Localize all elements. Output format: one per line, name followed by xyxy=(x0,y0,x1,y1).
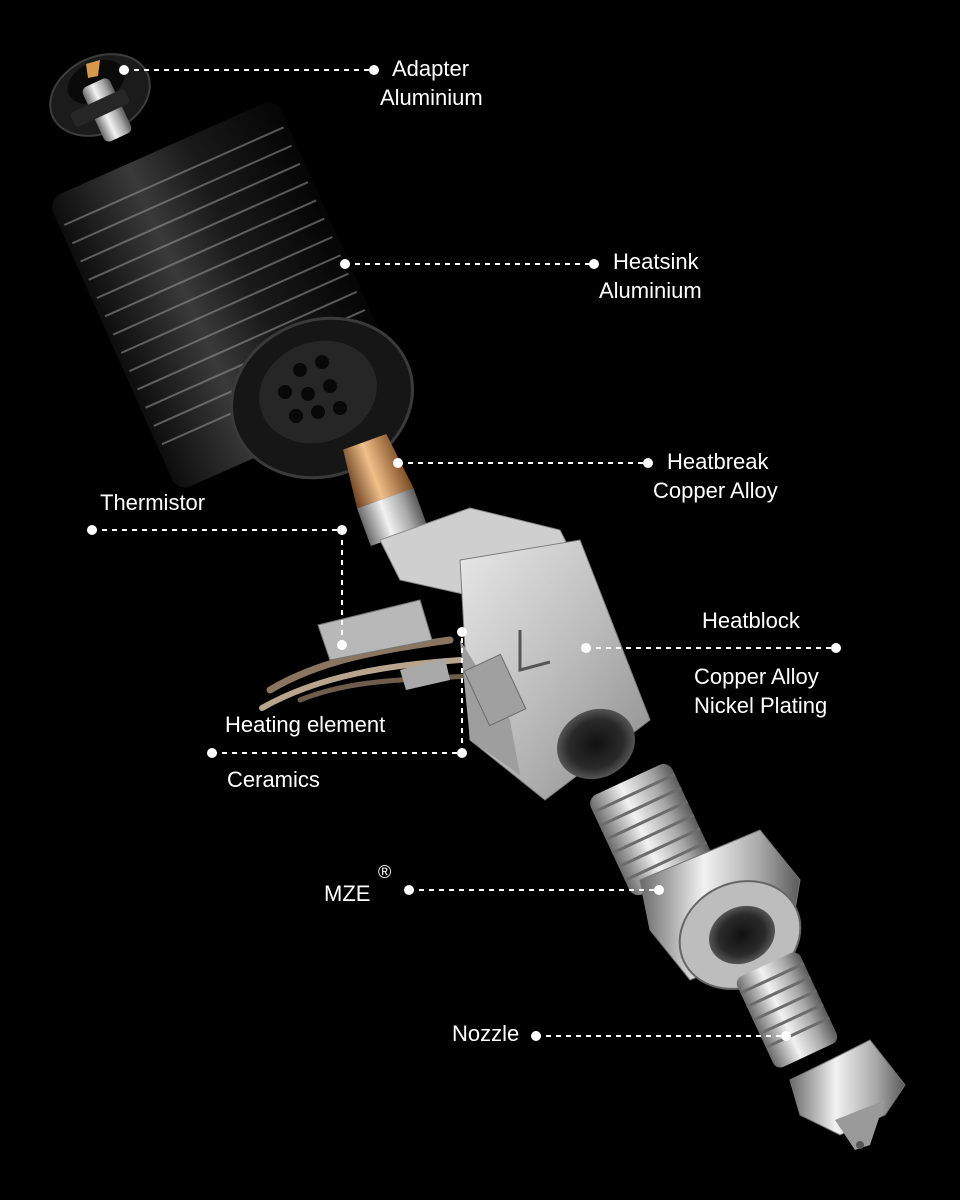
mze-label: MZE xyxy=(324,879,370,908)
heatblock-part xyxy=(379,507,651,801)
heatsink-holes xyxy=(278,355,347,423)
thermistor-label: Thermistor xyxy=(100,488,205,517)
adapter-label: Adapter Aluminium xyxy=(380,54,483,112)
adapter-part xyxy=(49,53,151,142)
thermistor-leader xyxy=(92,529,343,645)
heating-element-label: Heating element Ceramics xyxy=(225,710,385,794)
heatblock-name: Heatblock xyxy=(702,608,800,633)
heatblock-material: Copper Alloy xyxy=(694,664,819,689)
nozzle-part xyxy=(736,952,906,1150)
heatbreak-material: Copper Alloy xyxy=(653,478,778,503)
adapter-material: Aluminium xyxy=(380,85,483,110)
mze-name: MZE xyxy=(324,881,371,906)
heatbreak-name: Heatbreak xyxy=(667,449,769,474)
nozzle-label: Nozzle xyxy=(452,1019,519,1048)
heatblock-label: Heatblock Copper Alloy Nickel Plating xyxy=(694,606,827,720)
registered-mark: ® xyxy=(378,862,392,882)
heatsink-material: Aluminium xyxy=(599,278,702,303)
heating-element-material: Ceramics xyxy=(227,767,320,792)
mze-part xyxy=(590,764,802,990)
heatblock-finish: Nickel Plating xyxy=(694,693,828,718)
heatbreak-label: Heatbreak Copper Alloy xyxy=(653,447,778,505)
adapter-name: Adapter xyxy=(392,56,470,81)
leader-dots xyxy=(87,65,841,1041)
heatsink-label: Heatsink Aluminium xyxy=(599,247,702,305)
heating-element-name: Heating element xyxy=(225,712,386,737)
nozzle-name: Nozzle xyxy=(452,1021,520,1046)
heatsink-name: Heatsink xyxy=(613,249,699,274)
thermistor-name: Thermistor xyxy=(100,490,206,515)
